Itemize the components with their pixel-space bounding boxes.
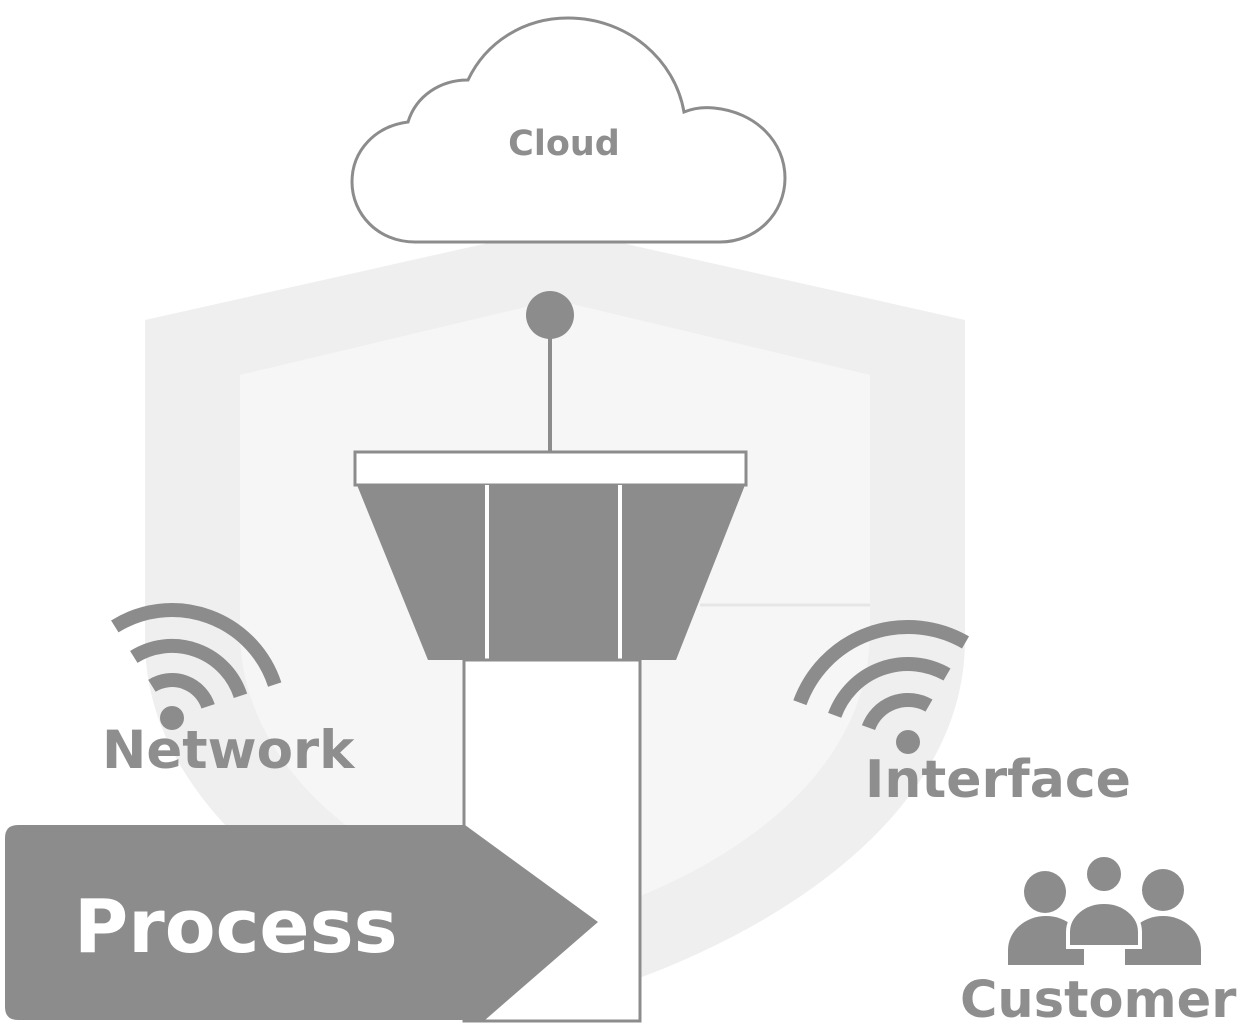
wifi-dot [160,706,184,730]
network-node: Network [102,603,356,781]
wifi-arc-medium [828,657,951,718]
person-left-head [1024,871,1066,913]
wifi-icon [111,603,282,730]
interface-label: Interface [865,750,1131,810]
cloud-icon [350,16,787,244]
person-left-body [1008,916,1084,965]
wifi-arc-small [148,673,215,709]
network-label: Network [102,720,356,781]
person-right-head [1142,869,1184,911]
process-label: Process [74,884,398,970]
wifi-arc-large [793,619,969,706]
person-middle-body [1066,900,1142,949]
person-right-body [1125,916,1201,965]
cloud-node: Cloud [350,16,787,244]
wifi-icon [793,619,969,754]
tower-roof [353,450,748,487]
control-tower-icon [353,291,748,1023]
arrow-tag-icon [5,825,598,1020]
cloud-label: Cloud [508,124,620,164]
tower-cab [357,485,745,660]
antenna-ball [526,291,574,339]
people-group-icon [1008,853,1201,965]
interface-node: Interface [793,619,1131,810]
wifi-dot [896,730,920,754]
wifi-arc-medium [130,638,248,699]
process-node: Process [5,825,598,1020]
wifi-arc-large [111,603,282,687]
person-middle-head [1083,853,1125,895]
wifi-arc-small [861,692,933,731]
customer-node: Customer [960,853,1236,1027]
customer-label: Customer [960,971,1236,1027]
